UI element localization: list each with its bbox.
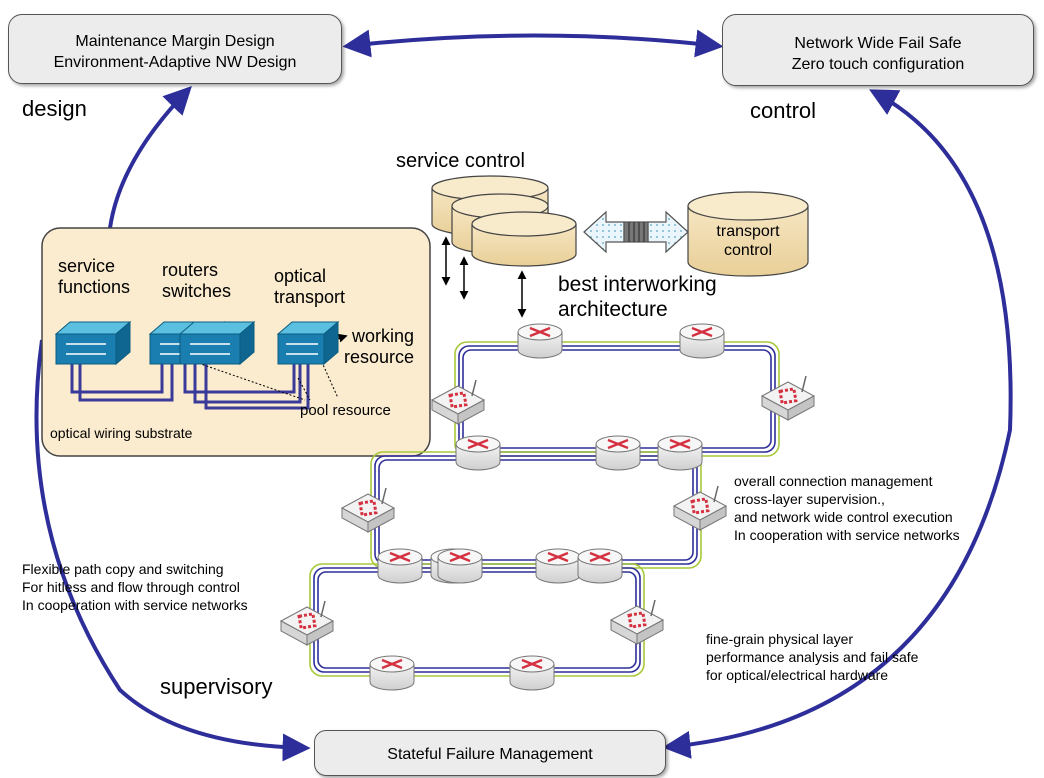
arrow-right-loop [662,89,1013,759]
finegrain-note-line3: for optical/electrical hardware [706,667,889,683]
router-icon [595,435,641,471]
control-label: control [750,98,817,123]
service-control-db [431,175,577,267]
overall-note-line4: In cooperation with service networks [734,527,960,543]
switch-node-icon [430,379,486,425]
router-icon [377,548,423,584]
ring-middle [370,451,702,569]
switch-node-icon [760,375,816,421]
design-box-line2: Environment-Adaptive NW Design [53,54,297,71]
best-interworking-line1: best interworking [558,273,717,296]
router-icon [455,435,501,471]
interworking-arrow [583,210,689,254]
control-box-line1: Network Wide Fail Safe [794,35,962,52]
switch-node-icon [340,487,396,533]
router-icon [369,655,415,691]
flexible-note-line2: For hitless and flow through control [22,579,240,595]
switch-node-icon [279,600,335,646]
control-box: Network Wide Fail Safe Zero touch config… [722,14,1034,86]
router-icon [577,548,623,584]
inset-switches [54,320,340,366]
working-resource-label: working resource [344,326,414,368]
finegrain-note-line1: fine-grain physical layer [706,631,854,647]
router-icon [517,323,563,359]
transport-control-label: transport control [710,222,786,260]
service-functions-line1: service [58,256,116,276]
design-label: design [22,96,87,121]
optical-wiring-label: optical wiring substrate [50,425,193,441]
router-icon [679,323,725,359]
best-interworking-label: best interworking architecture [558,272,717,322]
design-box-line1: Maintenance Margin Design [75,33,275,50]
flexible-note-line3: In cooperation with service networks [22,597,248,613]
flexible-note: Flexible path copy and switching For hit… [22,560,248,614]
switch-node-icon [672,485,728,531]
working-resource-line1: working [352,326,415,346]
routers-switches-line1: routers [162,260,219,280]
optical-transport-line2: transport [274,287,346,307]
control-box-line2: Zero touch configuration [791,56,965,73]
supervisory-label: supervisory [160,674,273,699]
optical-transport-label: optical transport [274,266,345,308]
best-interworking-line2: architecture [558,298,668,321]
overall-note-line3: and network wide control execution [734,509,953,525]
service-control-label: service control [396,150,525,172]
arrow-design-control [342,29,724,58]
routers-switches-label: routers switches [162,260,231,302]
router-icon [509,655,555,691]
overall-note-line1: overall connection management [734,473,933,489]
finegrain-note: fine-grain physical layer performance an… [706,630,918,684]
routers-switches-line2: switches [162,281,232,301]
overall-note: overall connection management cross-laye… [734,472,960,544]
arrow-left-down [34,339,311,762]
transport-label-line1: transport [716,223,780,240]
router-icon [657,435,703,471]
arrow-left-up [108,85,192,229]
failure-box: Stateful Failure Management [314,730,666,776]
overall-note-line2: cross-layer supervision., [734,491,885,507]
pool-resource-label: pool resource [300,402,391,419]
optical-transport-line1: optical [274,266,327,286]
router-icon [535,548,581,584]
design-box: Maintenance Margin Design Environment-Ad… [8,14,342,84]
finegrain-note-line2: performance analysis and fail safe [706,649,919,665]
router-icon [437,548,483,584]
failure-box-line1: Stateful Failure Management [387,746,593,763]
working-resource-line2: resource [344,347,415,367]
switch-node-icon [609,599,665,645]
service-functions-label: service functions [58,256,130,298]
transport-label-line2: control [723,242,773,259]
flexible-note-line1: Flexible path copy and switching [22,561,224,577]
service-functions-line2: functions [58,277,131,297]
transport-control-db [687,191,809,277]
